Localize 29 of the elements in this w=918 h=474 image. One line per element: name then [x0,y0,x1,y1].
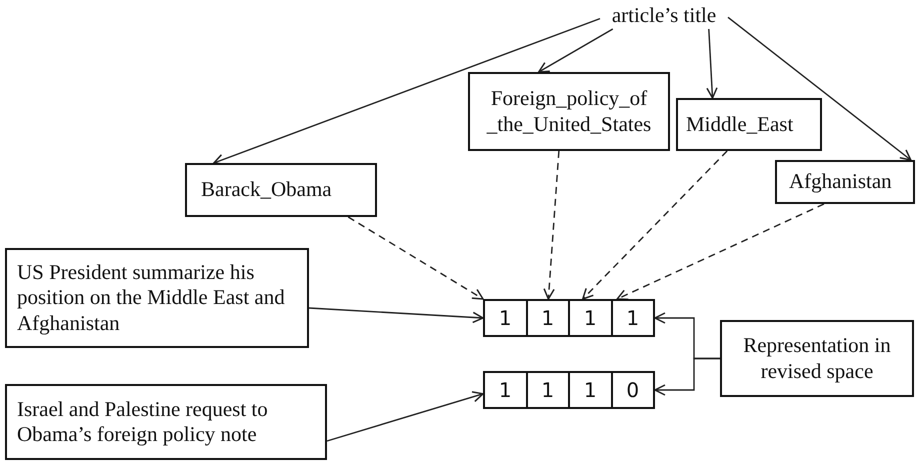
arrow [654,358,720,396]
text-box: Barack_Obama [185,163,377,217]
vector-value: 0 [610,373,653,407]
text-box: Israel and Palestine request to Obama’s foreign policy note [5,384,327,460]
arrow [538,28,614,73]
dashed-arrow [616,203,824,300]
arrow [728,16,912,161]
text-box: Foreign_policy_of _the_United_States [468,72,670,151]
dashed-arrow [582,150,728,300]
dashed-arrow [543,150,560,300]
vector-value: 1 [526,301,568,335]
text-box: US President summarize his position on the Middle East and Afghanistan [5,248,309,348]
arrow [326,391,484,442]
vector-box [483,371,655,409]
vector-value: 1 [498,377,513,404]
vector-box [483,299,655,337]
arrow [213,18,600,165]
vector-value: 1 [526,373,568,407]
arrow [706,28,718,99]
vector-value: 1 [610,301,653,335]
text-box: Representation in revised space [720,320,914,397]
arrow [308,307,484,324]
vector-value: 1 [568,301,610,335]
dashed-arrow [348,216,484,300]
text-box: Afghanistan [775,160,915,204]
source-label: article’s title [600,3,728,29]
text-box: Middle_East [676,98,822,151]
vector-value: 1 [568,373,610,407]
vector-value: 1 [498,305,513,332]
